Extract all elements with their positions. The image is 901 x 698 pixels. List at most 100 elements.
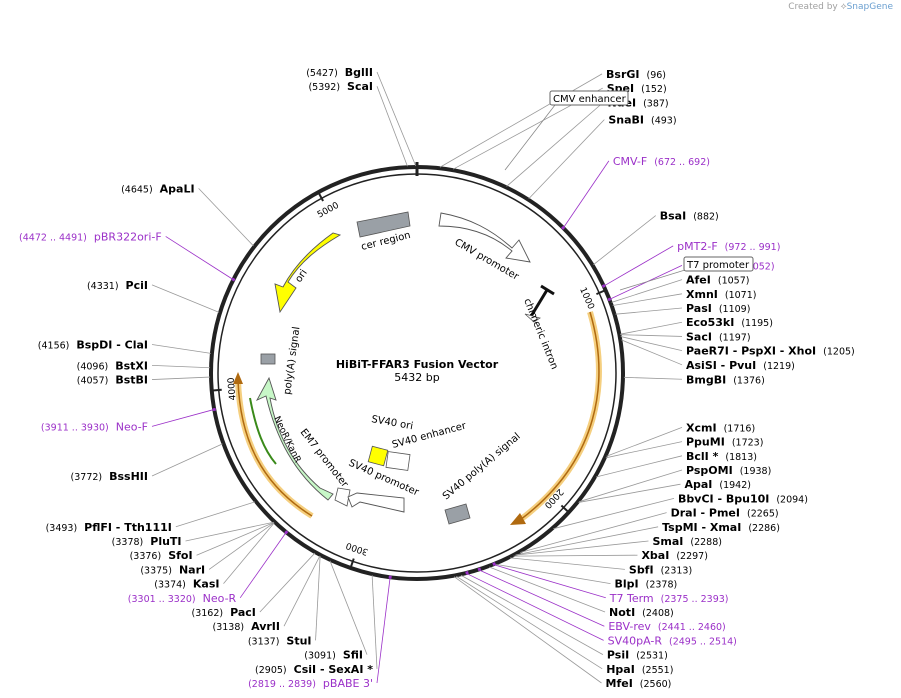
enzyme-name: AsiSI - PvuI bbox=[686, 359, 756, 372]
enzyme-label: (4096)BstXI bbox=[77, 359, 148, 372]
enzyme-name: BstBI bbox=[115, 374, 148, 387]
enzyme-leader-line bbox=[615, 307, 683, 315]
enzyme-name: PluTI bbox=[150, 535, 181, 548]
enzyme-position: (3374) bbox=[154, 580, 186, 591]
enzyme-position: (152) bbox=[641, 84, 667, 95]
enzyme-label: SbfI(2313) bbox=[629, 563, 692, 576]
enzyme-name: ApaI bbox=[684, 478, 712, 491]
enzyme-label: (4645)ApaLI bbox=[121, 182, 195, 195]
enzyme-position: (2288) bbox=[690, 537, 722, 548]
enzyme-position: (3493) bbox=[46, 523, 78, 534]
enzyme-position: (2531) bbox=[636, 651, 668, 662]
primer-site-mark bbox=[212, 407, 216, 412]
enzyme-leader-line bbox=[151, 344, 211, 354]
plasmid-size: 5432 bp bbox=[394, 371, 439, 384]
enzyme-name: PflFI - Tth111I bbox=[84, 521, 172, 534]
enzyme-label: (5392)ScaI bbox=[308, 80, 373, 93]
primer-leader-line bbox=[239, 532, 287, 599]
primer-name: pBABE 3' bbox=[323, 677, 373, 690]
enzyme-position: (3091) bbox=[304, 651, 336, 662]
enzyme-label: (2905)CsiI - SexAI * bbox=[255, 663, 373, 676]
enzyme-name: BssHII bbox=[109, 470, 148, 483]
enzyme-name: XmnI bbox=[686, 288, 718, 301]
leader-line bbox=[504, 104, 556, 171]
primer-label: CMV-F(672 .. 692) bbox=[613, 155, 710, 168]
tick-4000 bbox=[212, 388, 222, 392]
enzyme-leader-line bbox=[151, 364, 211, 369]
enzyme-label: SacI(1197) bbox=[686, 330, 751, 343]
enzyme-leader-line bbox=[528, 119, 605, 200]
enzyme-leader-line bbox=[489, 566, 606, 613]
enzyme-position: (882) bbox=[693, 212, 719, 223]
enzyme-leader-line bbox=[620, 334, 683, 337]
enzyme-label: ApaI(1942) bbox=[684, 478, 751, 491]
primer-site-mark bbox=[561, 225, 566, 230]
orf-arc-right-head bbox=[510, 513, 526, 525]
enzyme-label: BlpI(2378) bbox=[615, 578, 678, 591]
enzyme-leader-line bbox=[506, 101, 604, 187]
enzyme-leader-line bbox=[196, 522, 275, 556]
enzyme-leader-line bbox=[612, 293, 683, 306]
enzyme-position: (2094) bbox=[776, 494, 808, 505]
enzyme-label: (3162)PacI bbox=[192, 606, 256, 619]
enzyme-leader-line bbox=[283, 555, 321, 627]
em7-arrow bbox=[334, 487, 351, 507]
enzyme-leader-line bbox=[315, 555, 321, 641]
label-box bbox=[683, 256, 754, 272]
sv40-ori-shape bbox=[367, 445, 389, 467]
enzyme-name: BbvCI - Bpu10I bbox=[678, 492, 769, 505]
enzyme-position: (1716) bbox=[724, 423, 756, 434]
primer-label: pMT2-F(972 .. 991) bbox=[677, 240, 780, 253]
enzyme-name: Eco53kI bbox=[686, 316, 734, 329]
enzyme-name: SbfI bbox=[629, 563, 654, 576]
enzyme-label: (5427)BglII bbox=[306, 66, 373, 79]
primer-site-mark bbox=[284, 530, 289, 535]
enzyme-leader-line bbox=[151, 284, 220, 313]
enzyme-position: (1938) bbox=[740, 466, 772, 477]
primer-leader-line bbox=[604, 245, 674, 286]
enzyme-position: (3375) bbox=[140, 565, 172, 576]
enzyme-name: SfiI bbox=[343, 649, 363, 662]
enzyme-name: BspDI - ClaI bbox=[76, 338, 148, 351]
primer-position: (2495 .. 2514) bbox=[669, 636, 737, 647]
enzyme-position: (387) bbox=[643, 98, 669, 109]
enzyme-label: NotI(2408) bbox=[609, 606, 674, 619]
primer-position: (2441 .. 2460) bbox=[658, 622, 726, 633]
enzyme-name: MfeI bbox=[606, 677, 633, 690]
enzyme-label: PsiI(2531) bbox=[607, 649, 668, 662]
enzyme-leader-line bbox=[620, 321, 683, 335]
enzyme-leader-line bbox=[509, 557, 625, 570]
enzyme-name: PpuMI bbox=[686, 436, 725, 449]
enzyme-position: (3138) bbox=[213, 622, 245, 633]
enzyme-label: XbaI(2297) bbox=[641, 549, 707, 562]
orf-arc-left-core bbox=[237, 379, 313, 517]
enzyme-position: (2408) bbox=[642, 608, 674, 619]
enzyme-label: PaeR7I - PspXI - XhoI(1205) bbox=[686, 345, 855, 358]
enzyme-label: (3772)BssHII bbox=[71, 470, 148, 483]
enzyme-label: AsiSI - PvuI(1219) bbox=[686, 359, 795, 372]
enzyme-name: BlpI bbox=[615, 578, 639, 591]
enzyme-position: (1109) bbox=[719, 304, 751, 315]
enzyme-label: Eco53kI(1195) bbox=[686, 316, 773, 329]
enzyme-position: (1205) bbox=[823, 347, 855, 358]
enzyme-position: (4645) bbox=[121, 184, 153, 195]
ori-arrow bbox=[274, 232, 342, 314]
enzyme-label: (3376)SfoI bbox=[130, 549, 193, 562]
enzyme-position: (1376) bbox=[733, 375, 765, 386]
primer-position: (972 .. 991) bbox=[725, 242, 781, 253]
primer-label: (3301 .. 3320)Neo-R bbox=[128, 592, 237, 605]
primer-leader-line bbox=[479, 569, 605, 627]
enzyme-position: (3162) bbox=[192, 608, 224, 619]
enzyme-leader-line bbox=[185, 521, 274, 542]
enzyme-position: (1813) bbox=[725, 452, 757, 463]
intron-arrow bbox=[524, 313, 541, 323]
enzyme-leader-line bbox=[515, 540, 649, 556]
enzyme-label: (4156)BspDI - ClaI bbox=[38, 338, 148, 351]
enzyme-label: (4057)BstBI bbox=[77, 374, 148, 387]
primer-leader-line bbox=[467, 573, 604, 641]
enzyme-name: KasI bbox=[193, 578, 220, 591]
enzyme-label: BbvCI - Bpu10I (2094) bbox=[678, 492, 808, 505]
enzyme-name: PspOMI bbox=[686, 464, 733, 477]
enzyme-name: XbaI bbox=[641, 549, 669, 562]
enzyme-name: BsaI bbox=[660, 210, 686, 223]
